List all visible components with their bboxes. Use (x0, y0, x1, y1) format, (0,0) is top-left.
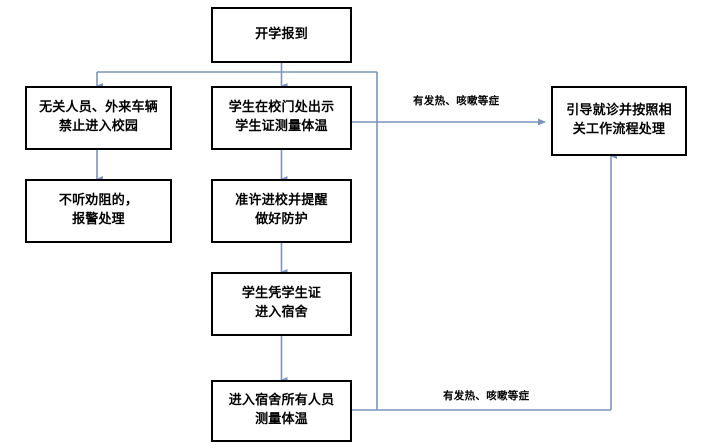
node-start[interactable]: 开学报到 (211, 7, 352, 63)
node-enter-dorm-label: 学生凭学生证 进入宿舍 (241, 286, 322, 320)
node-police-handling[interactable]: 不听劝阻的， 报警处理 (25, 179, 172, 243)
node-medical-referral-label: 引导就诊并按照相 关工作流程处理 (566, 103, 672, 137)
node-medical-referral[interactable]: 引导就诊并按照相 关工作流程处理 (551, 86, 687, 156)
node-gate-check-label: 学生在校门处出示 学生证测量体温 (228, 100, 335, 134)
node-police-handling-label: 不听劝阻的， 报警处理 (58, 193, 139, 227)
node-outsiders-blocked-label: 无关人员、外来车辆 禁止进入校园 (39, 100, 158, 134)
edge-label-fever-top: 有发热、咳嗽等症 (413, 95, 500, 107)
node-enter-dorm[interactable]: 学生凭学生证 进入宿舍 (211, 272, 352, 336)
edge-label-fever-bottom: 有发热、咳嗽等症 (443, 390, 530, 402)
node-outsiders-blocked[interactable]: 无关人员、外来车辆 禁止进入校园 (25, 86, 172, 150)
node-dorm-temperature[interactable]: 进入宿舍所有人员 测量体温 (211, 380, 352, 442)
node-dorm-temperature-label: 进入宿舍所有人员 测量体温 (228, 393, 335, 427)
node-gate-check[interactable]: 学生在校门处出示 学生证测量体温 (211, 86, 352, 150)
node-start-label: 开学报到 (255, 26, 308, 42)
node-allow-enter[interactable]: 准许进校并提醒 做好防护 (211, 179, 352, 243)
node-allow-enter-label: 准许进校并提醒 做好防护 (235, 193, 328, 227)
